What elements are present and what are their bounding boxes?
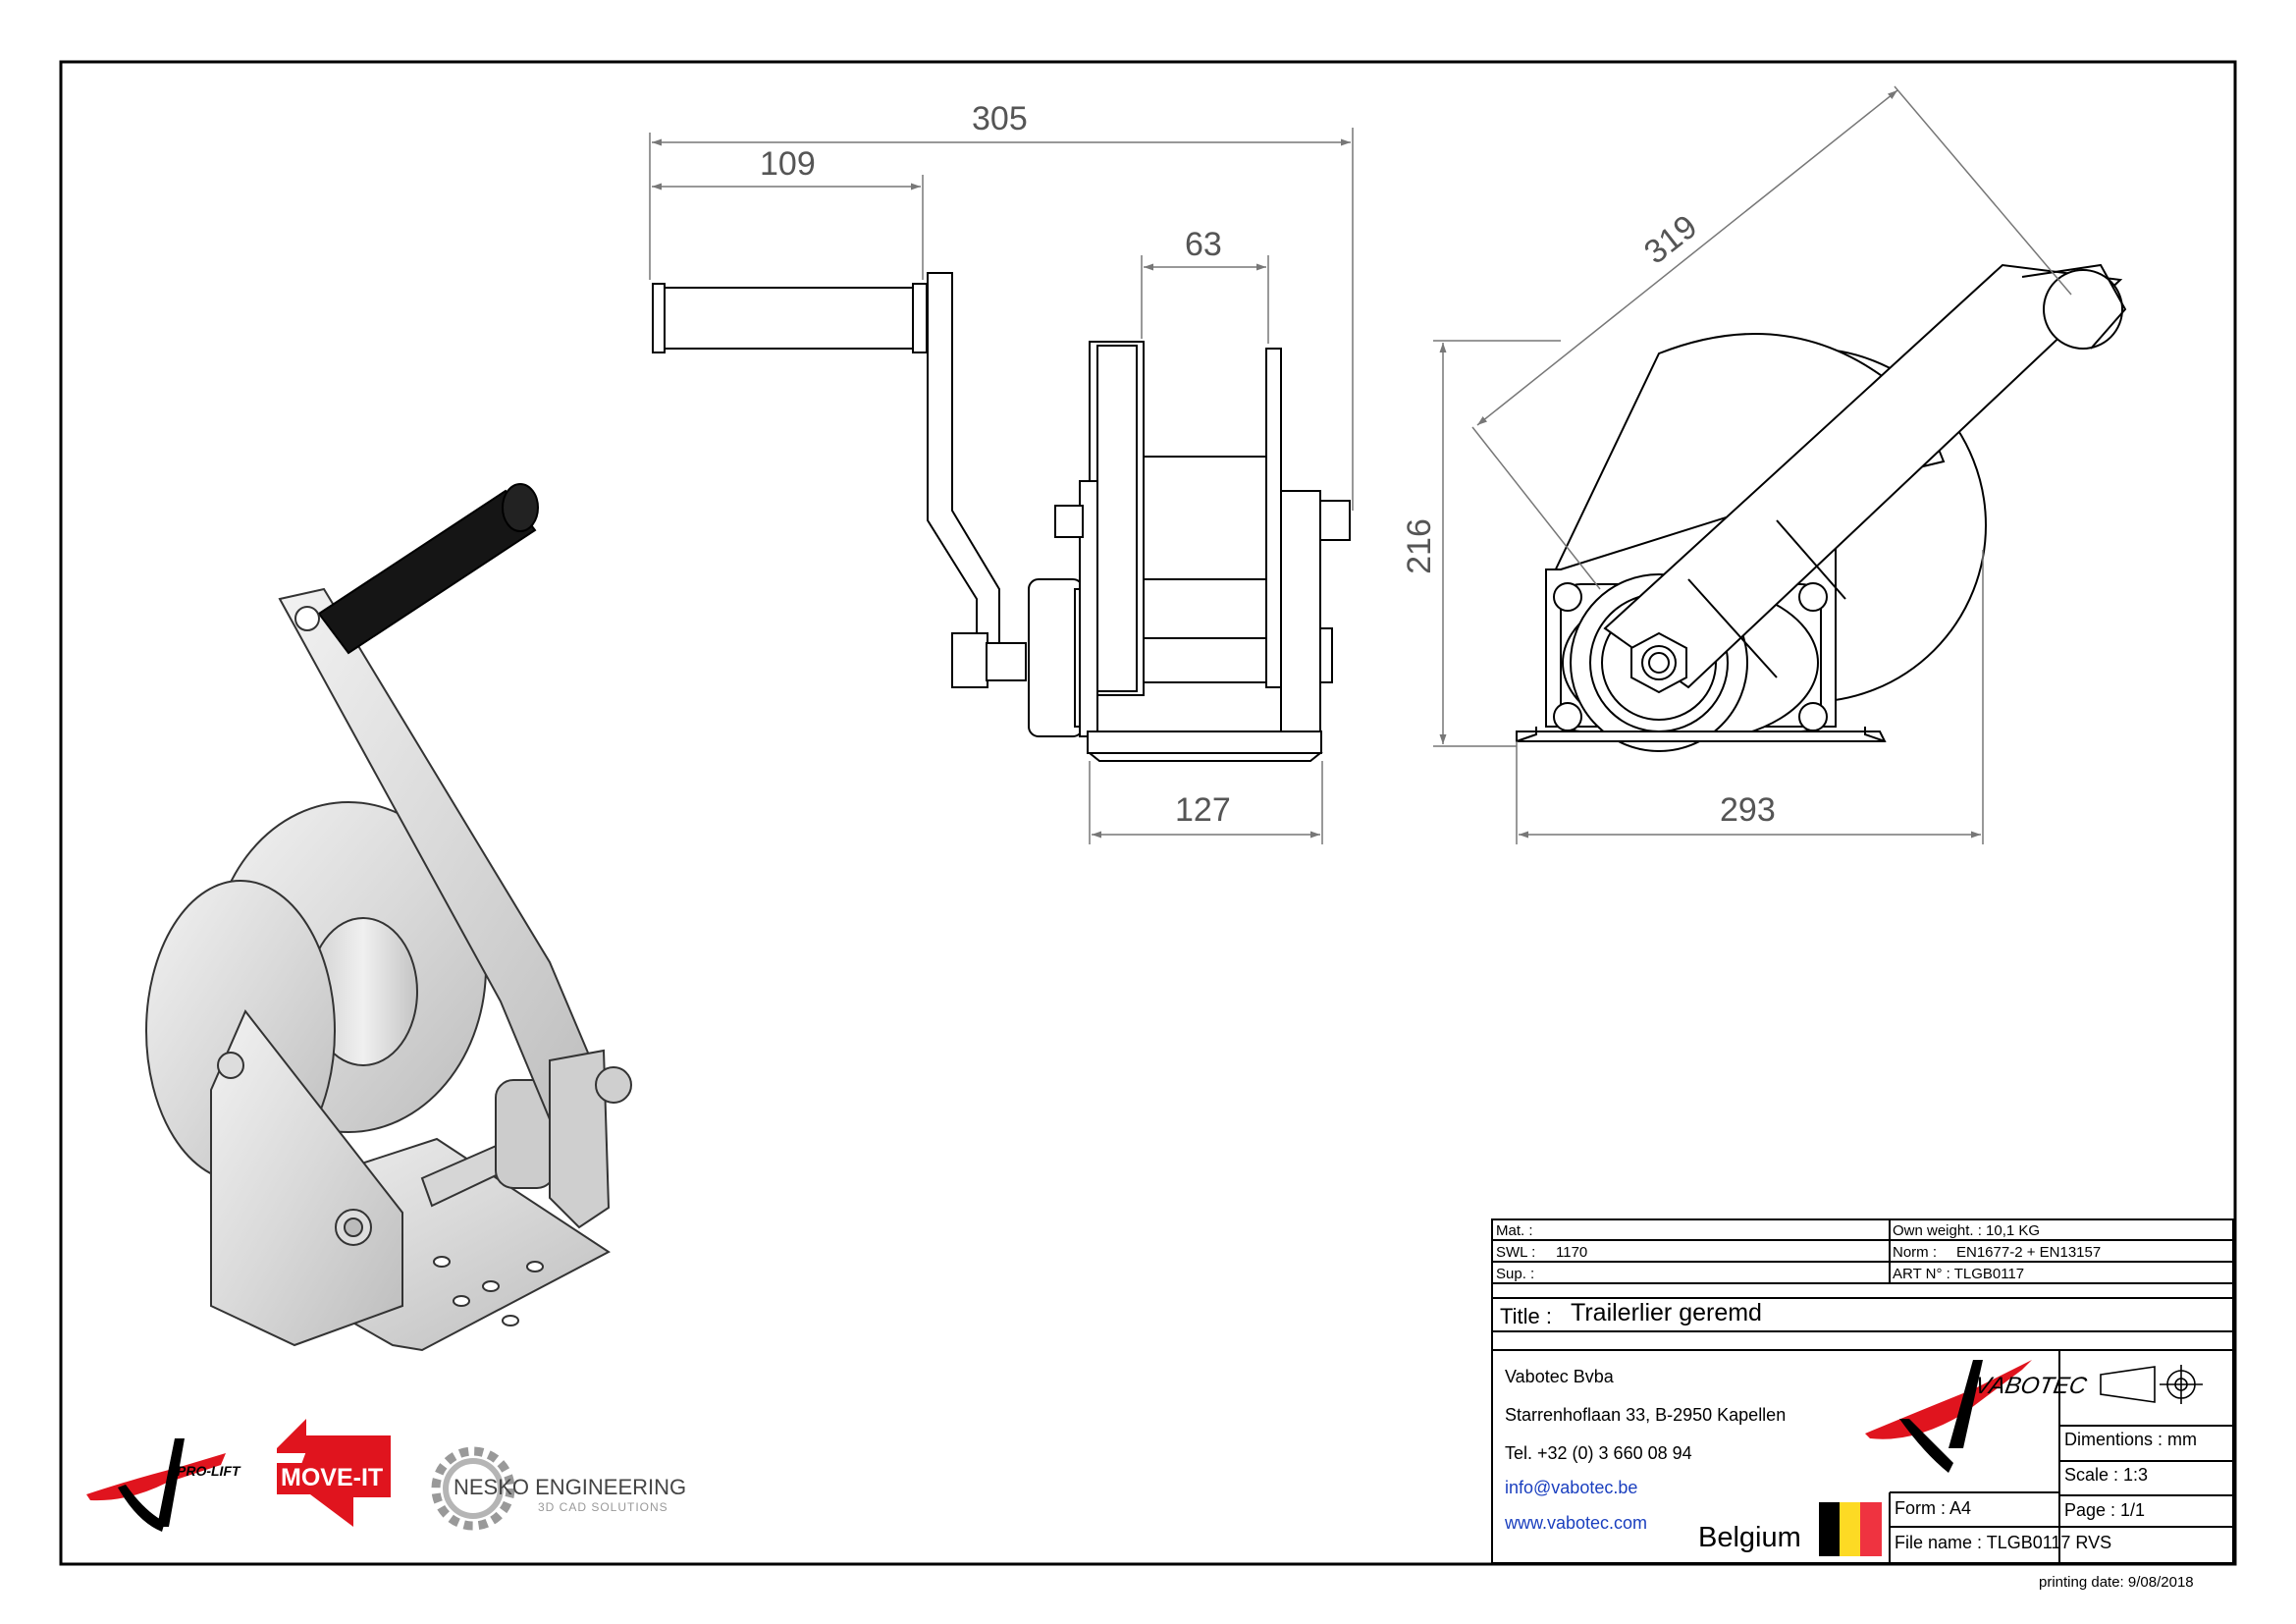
tb-website-link[interactable]: www.vabotec.com [1505,1513,1648,1533]
belgium-flag-icon [1819,1502,1882,1556]
dim-overall-length: 305 [972,100,1028,137]
printing-date: printing date: 9/08/2018 [2039,1574,2194,1591]
tb-phone: Tel. +32 (0) 3 660 08 94 [1505,1443,1692,1463]
title-block-frame [1491,1218,2234,1564]
front-view [652,272,1351,762]
tb-units: Dimentions : mm [2064,1430,2198,1449]
sheet-border [59,60,2237,1566]
tb-own-weight: Own weight. : 10,1 KG [1893,1222,2041,1239]
move-it-logo [277,1419,391,1527]
tb-scale: Scale : 1:3 [2064,1465,2149,1485]
side-view [1516,263,2127,752]
isometric-view [145,483,632,1352]
tb-norm-value: EN1677-2 + EN13157 [1956,1244,2102,1261]
tb-file-name: File name : TLGB0117 RVS [1895,1533,2112,1552]
tb-title-label: Title : [1500,1304,1552,1328]
tb-mat: Mat. : [1496,1222,1533,1239]
nesko-logo-text: NESKO ENGINEERING [454,1475,687,1499]
dim-base-width: 127 [1175,791,1231,829]
nesko-gear-logo [431,1446,515,1531]
dim-height: 216 [1400,518,1438,574]
tb-country: Belgium [1698,1522,1801,1553]
tb-page: Page : 1/1 [2064,1500,2146,1520]
pro-lift-logo-text: PRO-LIFT [177,1463,240,1479]
tb-swl-value: 1170 [1556,1244,1588,1261]
tb-company: Vabotec Bvba [1505,1367,1614,1386]
tb-form: Form : A4 [1895,1498,1972,1518]
dim-drum-width: 63 [1185,226,1222,263]
tb-sup: Sup. : [1496,1266,1535,1282]
dim-base-length: 293 [1720,791,1776,829]
tb-art-no: ART N° : TLGB0117 [1893,1266,2025,1282]
tb-norm-label: Norm : [1893,1244,1937,1261]
tb-address: Starrenhoflaan 33, B-2950 Kapellen [1505,1405,1787,1425]
tb-swl-label: SWL : [1496,1244,1536,1261]
tb-title-value: Trailerlier geremd [1571,1299,1762,1326]
nesko-logo-subtext: 3D CAD SOLUTIONS [538,1500,668,1514]
vabotec-logo-text: VABOTEC [1972,1373,2089,1399]
dimension-lines [649,85,2072,844]
move-it-logo-text: MOVE-IT [281,1464,384,1491]
dim-handle-length: 109 [760,145,816,183]
vabotec-logo [1865,1360,2032,1473]
pro-lift-logo [86,1438,226,1532]
projection-symbol-icon [2100,1365,2203,1404]
tb-email-link[interactable]: info@vabotec.be [1505,1478,1638,1497]
